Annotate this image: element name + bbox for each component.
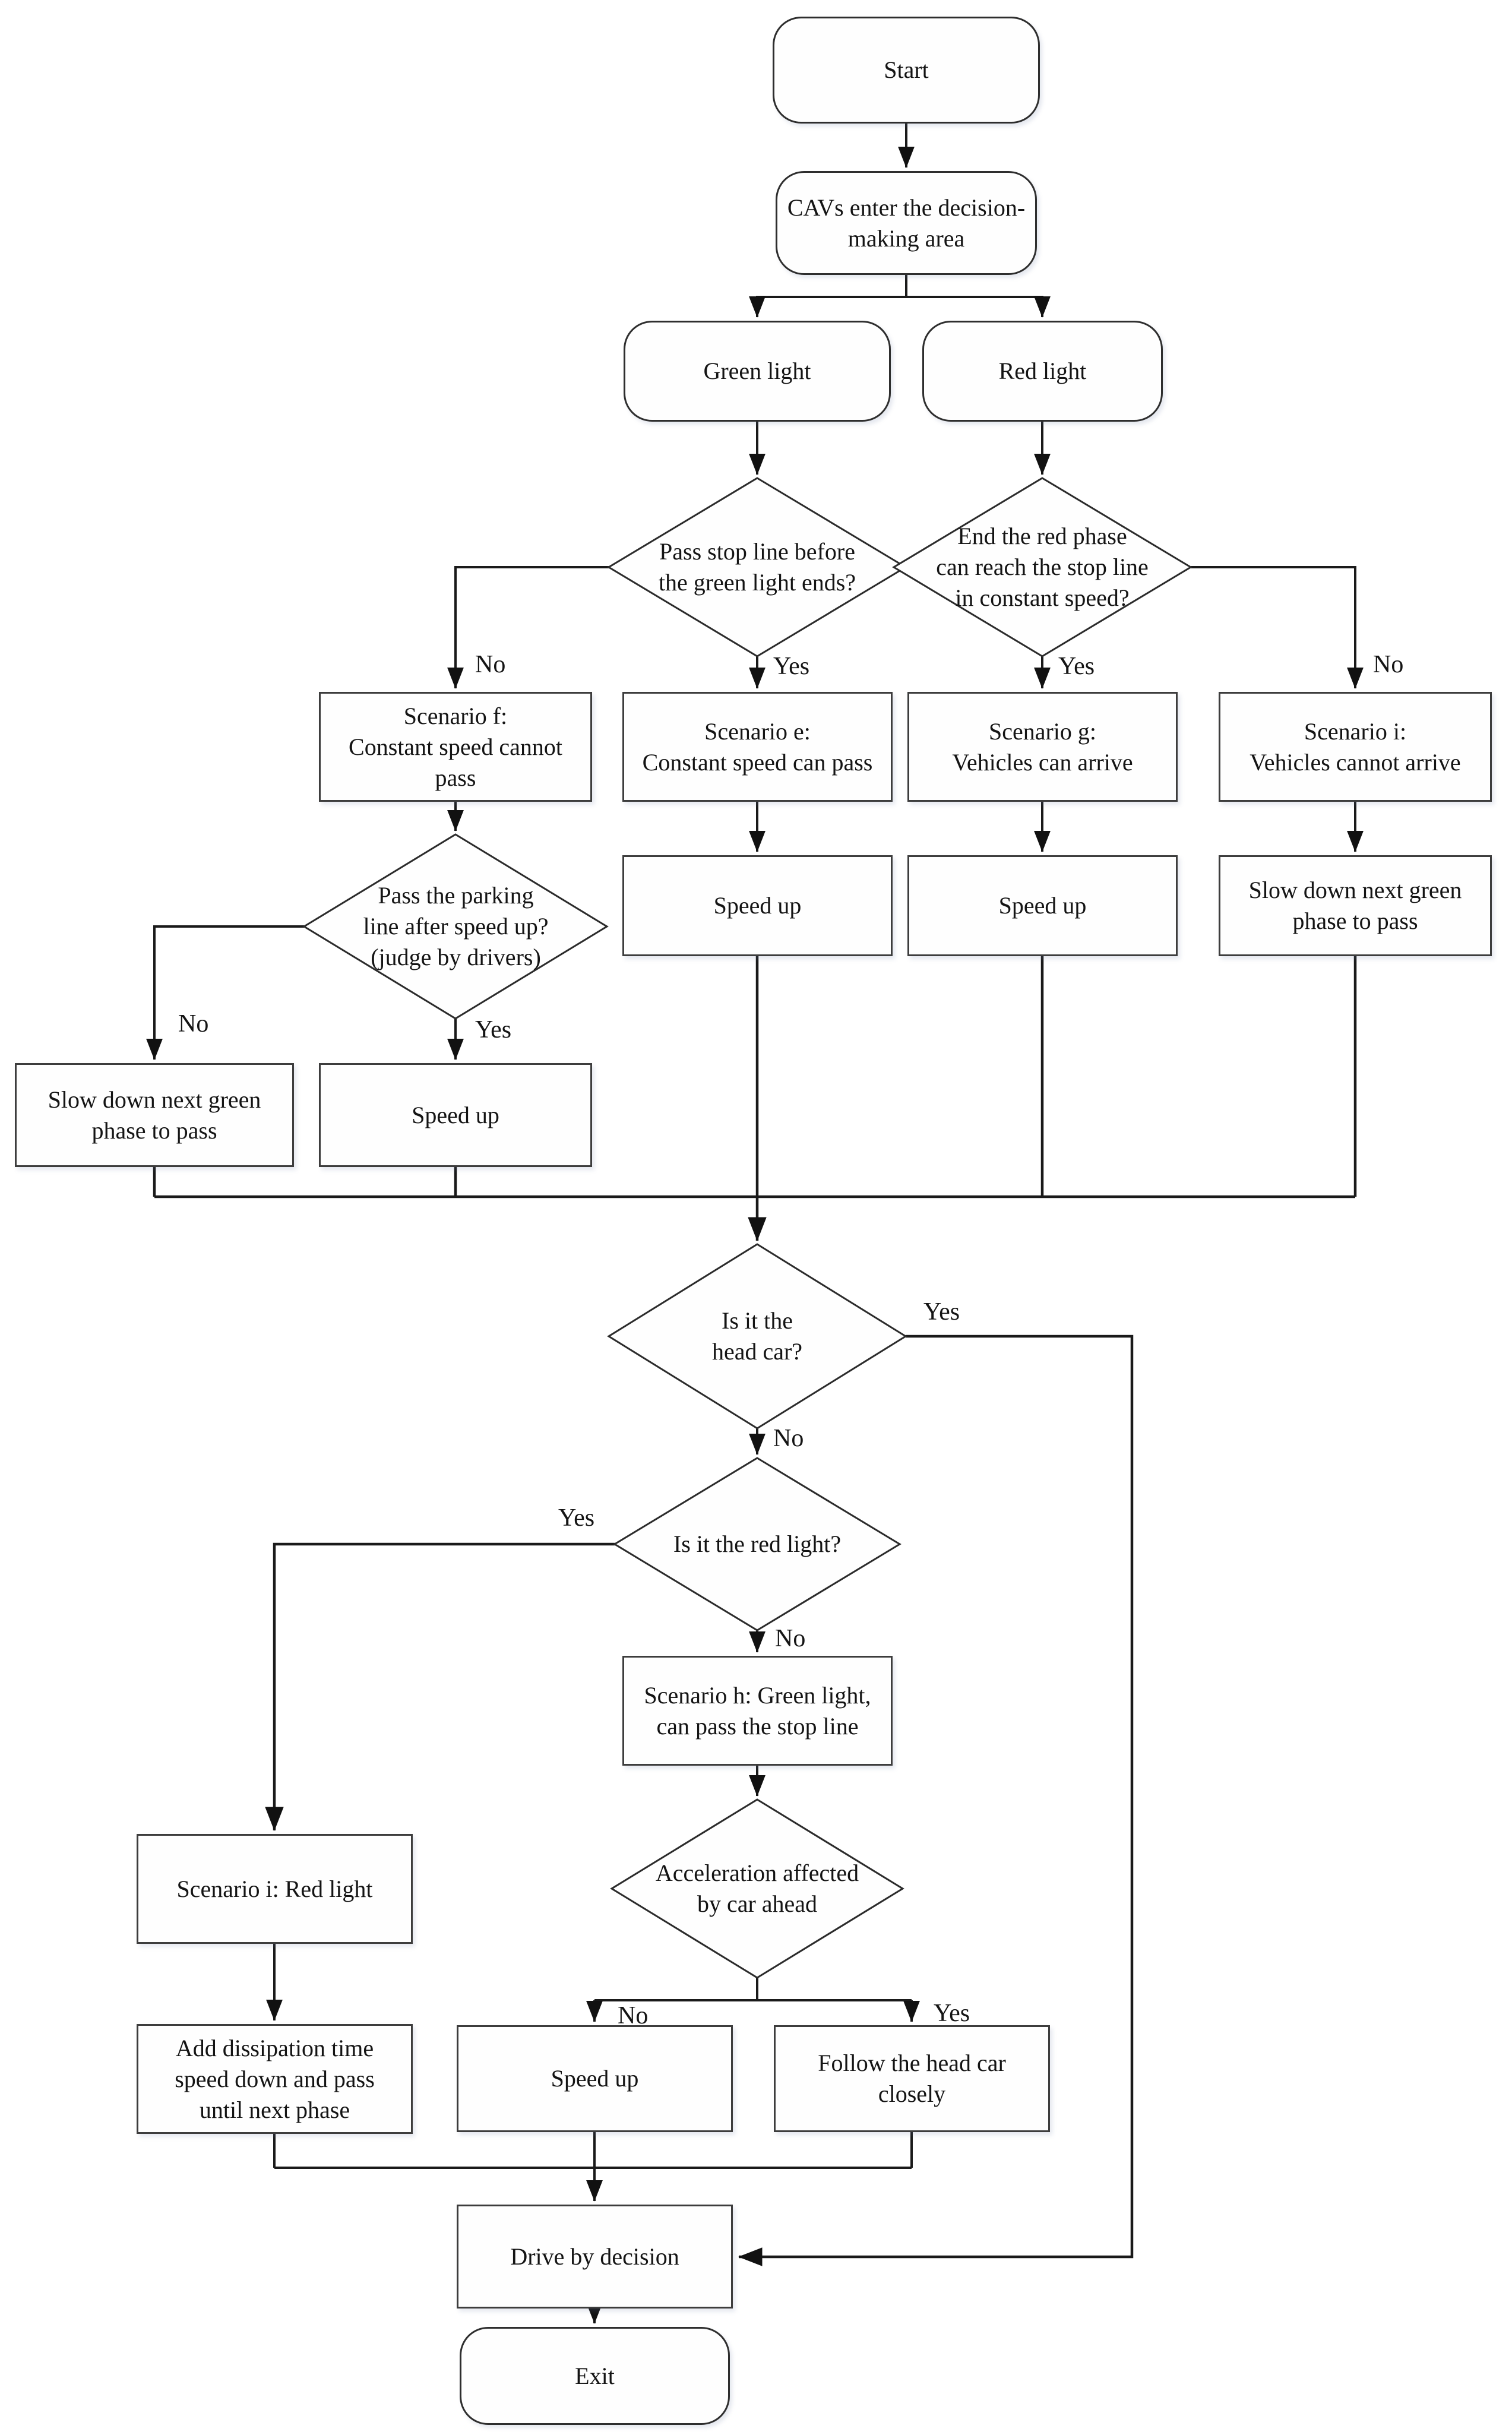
node-drive-by-decision: Drive by decision <box>457 2205 733 2308</box>
node-slow-down-i: Slow down next green phase to pass <box>1219 855 1492 956</box>
node-scenario-i-arrive: Scenario i: Vehicles cannot arrive <box>1219 692 1492 802</box>
node-start: Start <box>773 17 1040 124</box>
node-red-light: Red light <box>922 321 1163 422</box>
edge-label-d5-no: No <box>775 1625 806 1652</box>
node-green-light: Green light <box>624 321 891 422</box>
node-speed-up-e: Speed up <box>622 855 893 956</box>
node-add-dissipation: Add dissipation time speed down and pass… <box>137 2024 413 2134</box>
node-speed-up-judge: Speed up <box>319 1063 592 1167</box>
node-slow-down-no: Slow down next green phase to pass <box>15 1063 294 1167</box>
decision-parking-line-text: Pass the parking line after speed up? (j… <box>363 882 549 970</box>
decision-pass-stop-line-shape <box>607 477 907 657</box>
decision-acceleration-shape <box>610 1798 904 1979</box>
node-speed-up-h: Speed up <box>457 2025 733 2132</box>
edge-label-d4-yes: Yes <box>923 1298 960 1326</box>
edge-cavs-to-green <box>749 275 907 318</box>
edge-label-d1-no: No <box>475 651 506 678</box>
node-speed-up-g: Speed up <box>907 855 1178 956</box>
decision-end-red-phase-text: End the red phase can reach the stop lin… <box>936 523 1149 611</box>
edge-label-d6-yes: Yes <box>934 2000 970 2027</box>
edge-d5-yes-to-scenario-i-red <box>265 1542 615 1831</box>
decision-head-car-text: Is it the head car? <box>711 1307 803 1365</box>
node-scenario-e: Scenario e: Constant speed can pass <box>622 692 893 802</box>
edge-label-d2-yes: Yes <box>1058 653 1095 680</box>
decision-end-red-phase-shape <box>892 477 1192 657</box>
edge-label-d3-no: No <box>178 1010 209 1038</box>
node-cavs-enter: CAVs enter the decision- making area <box>776 171 1037 275</box>
node-scenario-g: Scenario g: Vehicles can arrive <box>907 692 1178 802</box>
edge-cavs-to-red <box>905 275 1051 318</box>
node-scenario-h: Scenario h: Green light, can pass the st… <box>622 1656 893 1766</box>
decision-parking-line-shape <box>302 833 609 1020</box>
node-follow-head-car: Follow the head car closely <box>774 2025 1050 2132</box>
edge-label-d5-yes: Yes <box>558 1504 595 1532</box>
edge-label-d2-no: No <box>1373 651 1404 678</box>
edge-label-d1-yes: Yes <box>773 653 810 680</box>
edge-d4-yes-to-drive <box>738 1334 1134 2266</box>
edge-label-d4-no: No <box>773 1425 804 1452</box>
edge-d2-no-to-scenario-i <box>1191 566 1364 689</box>
decision-pass-stop-line-text: Pass stop line before the green light en… <box>658 538 856 596</box>
decision-head-car-shape <box>607 1243 907 1430</box>
edge-label-d6-no: No <box>618 2002 649 2029</box>
edge-d3-no-to-slow-down <box>146 925 304 1060</box>
edge-label-d3-yes: Yes <box>475 1016 512 1043</box>
decision-red-light-shape <box>613 1457 901 1631</box>
decision-red-light-text: Is it the red light? <box>673 1530 842 1557</box>
decision-acceleration-text: Acceleration affected by car ahead <box>655 1860 859 1917</box>
node-scenario-f: Scenario f: Constant speed cannot pass <box>319 692 592 802</box>
node-scenario-i-red: Scenario i: Red light <box>137 1834 413 1944</box>
node-exit: Exit <box>460 2327 730 2425</box>
edge-d1-no-to-scenario-f <box>447 566 609 689</box>
